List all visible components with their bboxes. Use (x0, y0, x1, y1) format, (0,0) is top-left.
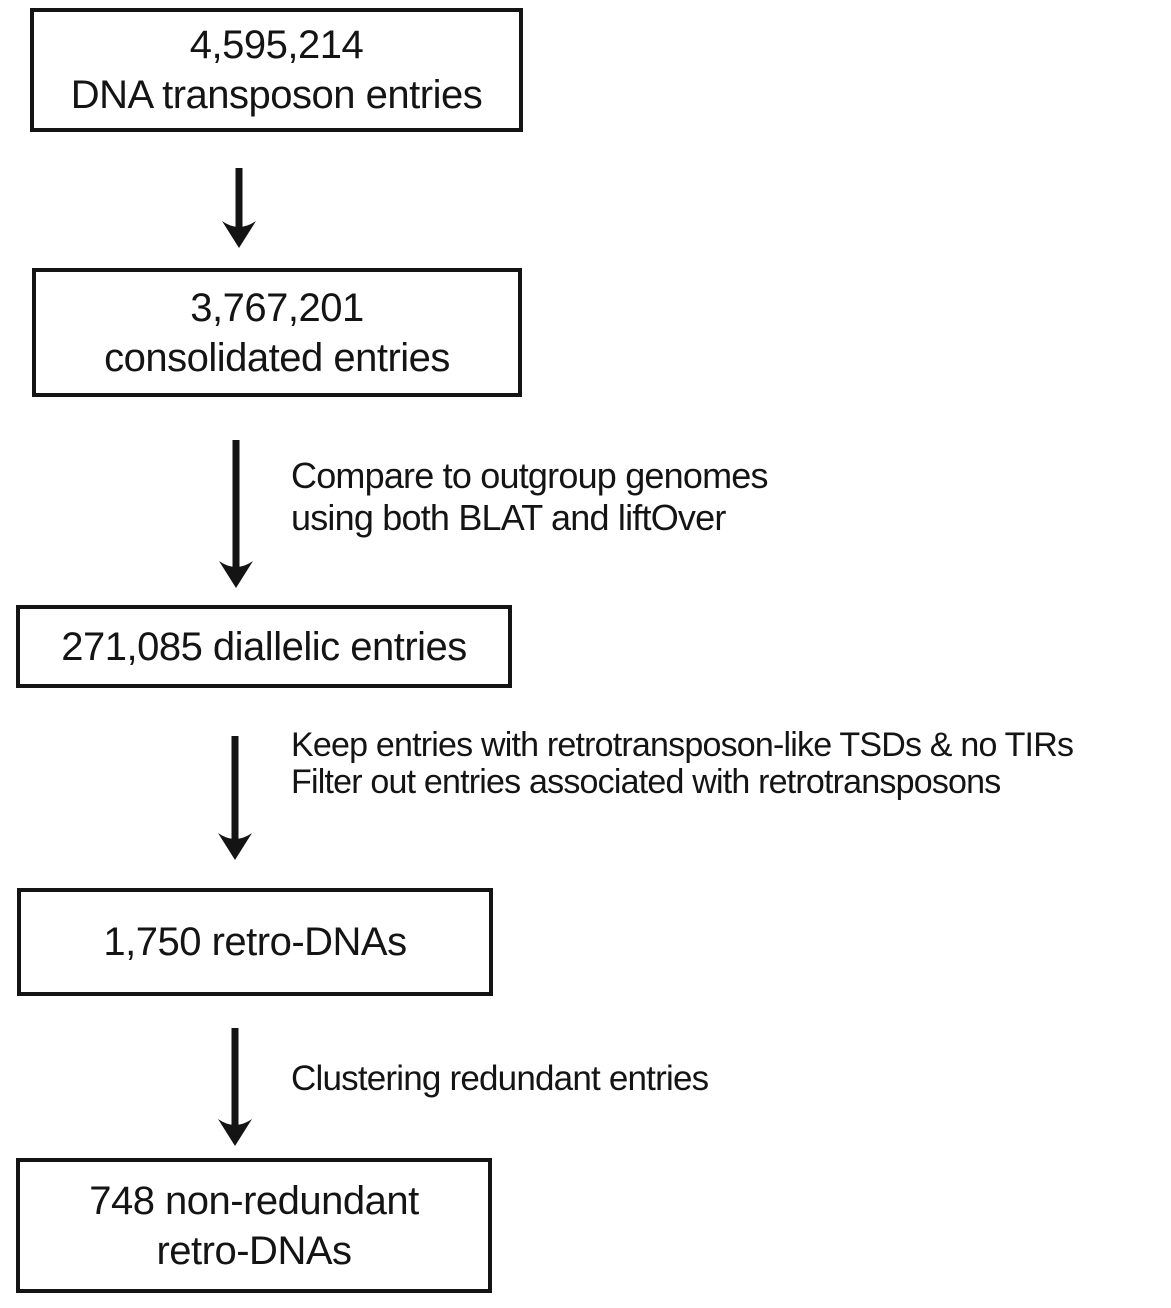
down-arrow-4 (218, 1028, 252, 1146)
arrow-label-clustering: Clustering redundant entries (291, 1058, 709, 1099)
text-line: DNA transposon entries (70, 73, 483, 117)
text-line: 3,767,201 (190, 285, 364, 330)
box-dna-transposon-entries: 4,595,214 DNA transposon entries (30, 8, 523, 132)
text-line: 748 non-redundant (89, 1178, 419, 1223)
box-diallelic-entries: 271,085 diallelic entries (16, 605, 512, 688)
arrow-label-filter: Keep entries with retrotransposon-like T… (291, 726, 1074, 801)
text-line: 1,750 retro-DNAs (103, 920, 407, 964)
box-non-redundant-retro-dnas: 748 non-redundant retro-DNAs (16, 1158, 492, 1293)
arrow-label-compare: Compare to outgroup genomes using both B… (291, 455, 769, 539)
text-line: Filter out entries associated with retro… (291, 763, 1001, 801)
box-consolidated-entries: 3,767,201 consolidated entries (32, 268, 522, 397)
text-line: using both BLAT and liftOver (291, 497, 726, 538)
text-line: retro-DNAs (156, 1228, 352, 1273)
down-arrow-2 (219, 440, 253, 588)
text-line: Clustering redundant entries (291, 1059, 709, 1098)
text-line: 271,085 diallelic entries (61, 624, 467, 669)
down-arrow-3 (218, 736, 252, 860)
text-line: 4,595,214 (189, 23, 364, 67)
text-line: Compare to outgroup genomes (291, 455, 769, 496)
text-line: Keep entries with retrotransposon-like T… (291, 726, 1074, 764)
down-arrow-1 (222, 168, 256, 248)
text-line: consolidated entries (104, 335, 450, 380)
box-retro-dnas: 1,750 retro-DNAs (17, 888, 493, 996)
